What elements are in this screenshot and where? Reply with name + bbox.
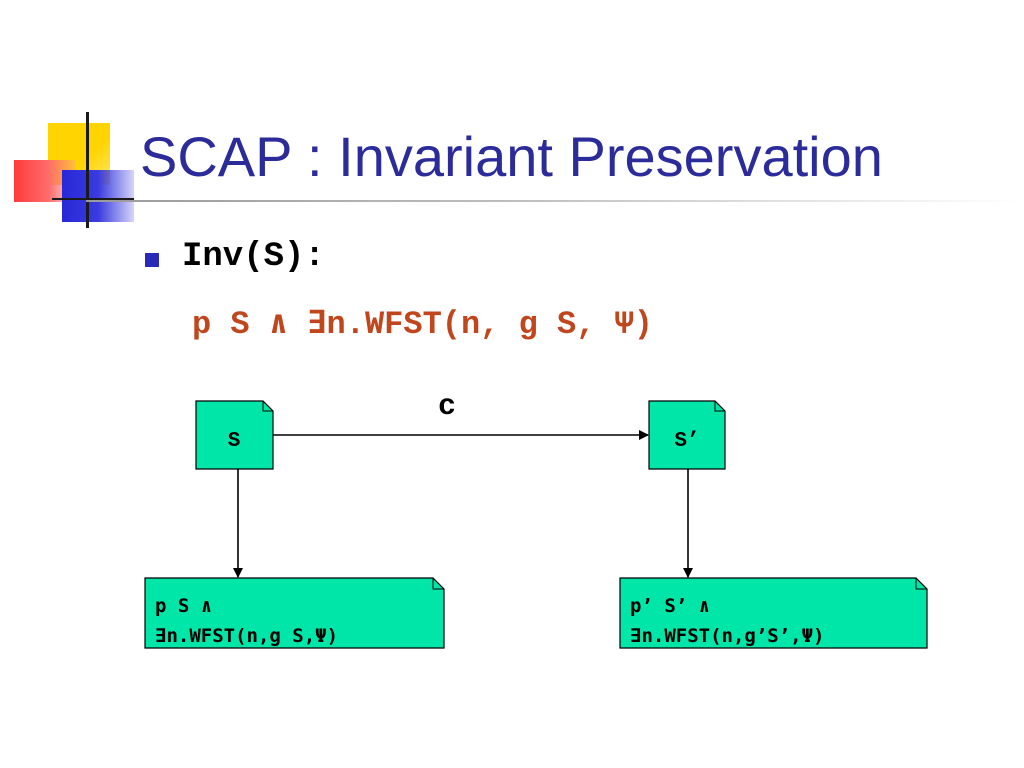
logo-horizontal-line <box>52 198 134 200</box>
node-s-label: S <box>228 430 241 453</box>
transition-label: c <box>438 390 456 424</box>
slide-title: SCAP : Invariant Preservation <box>140 125 883 188</box>
left-box-line-1: p S ∧ <box>155 595 212 617</box>
bullet-square-icon <box>145 253 159 267</box>
node-s-prime: S’ <box>648 400 726 470</box>
logo-vertical-line <box>86 112 89 228</box>
right-invariant-box: p’ S’ ∧ ∃n.WFST(n,g’S’,Ψ) <box>619 577 928 649</box>
left-invariant-box: p S ∧ ∃n.WFST(n,g S,Ψ) <box>144 577 445 649</box>
node-s-prime-label: S’ <box>674 430 699 453</box>
right-box-line-2: ∃n.WFST(n,g’S’,Ψ) <box>630 625 824 647</box>
right-box-line-1: p’ S’ ∧ <box>630 595 710 617</box>
title-underline <box>86 200 1020 202</box>
bullet-heading: Inv(S): <box>182 238 325 276</box>
logo-blue-square <box>62 170 134 222</box>
node-s: S <box>195 400 274 470</box>
invariant-formula: p S ∧ ∃n.WFST(n, g S, Ψ) <box>192 306 653 343</box>
left-box-line-2: ∃n.WFST(n,g S,Ψ) <box>155 625 338 647</box>
